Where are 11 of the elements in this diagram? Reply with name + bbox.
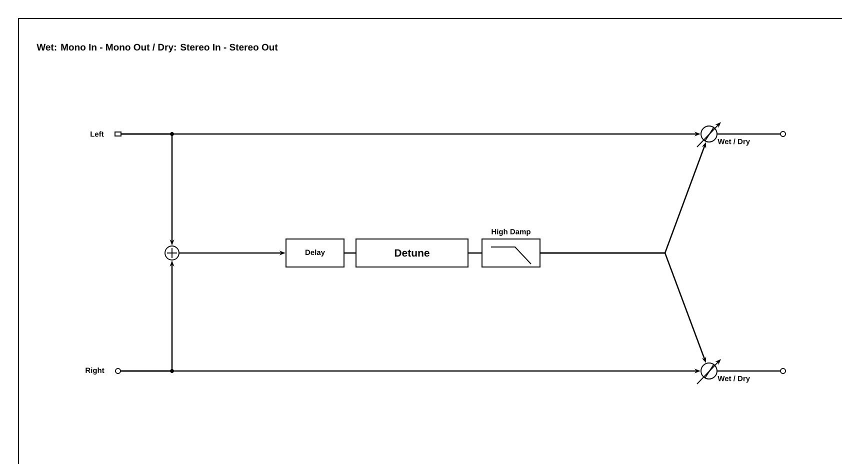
output-terminal [780, 368, 786, 374]
connector-line [718, 370, 780, 372]
input-terminal [114, 132, 122, 136]
summing-junction [164, 246, 180, 260]
connector-line [468, 252, 482, 254]
connector-line [344, 252, 356, 254]
connector-line [718, 133, 780, 135]
title: Wet: Mono In - Mono Out / Dry: Stereo In - Stereo Out [36, 44, 278, 52]
process-box: Detune [356, 238, 468, 268]
output-terminal [780, 131, 786, 137]
input-terminal [115, 368, 121, 374]
